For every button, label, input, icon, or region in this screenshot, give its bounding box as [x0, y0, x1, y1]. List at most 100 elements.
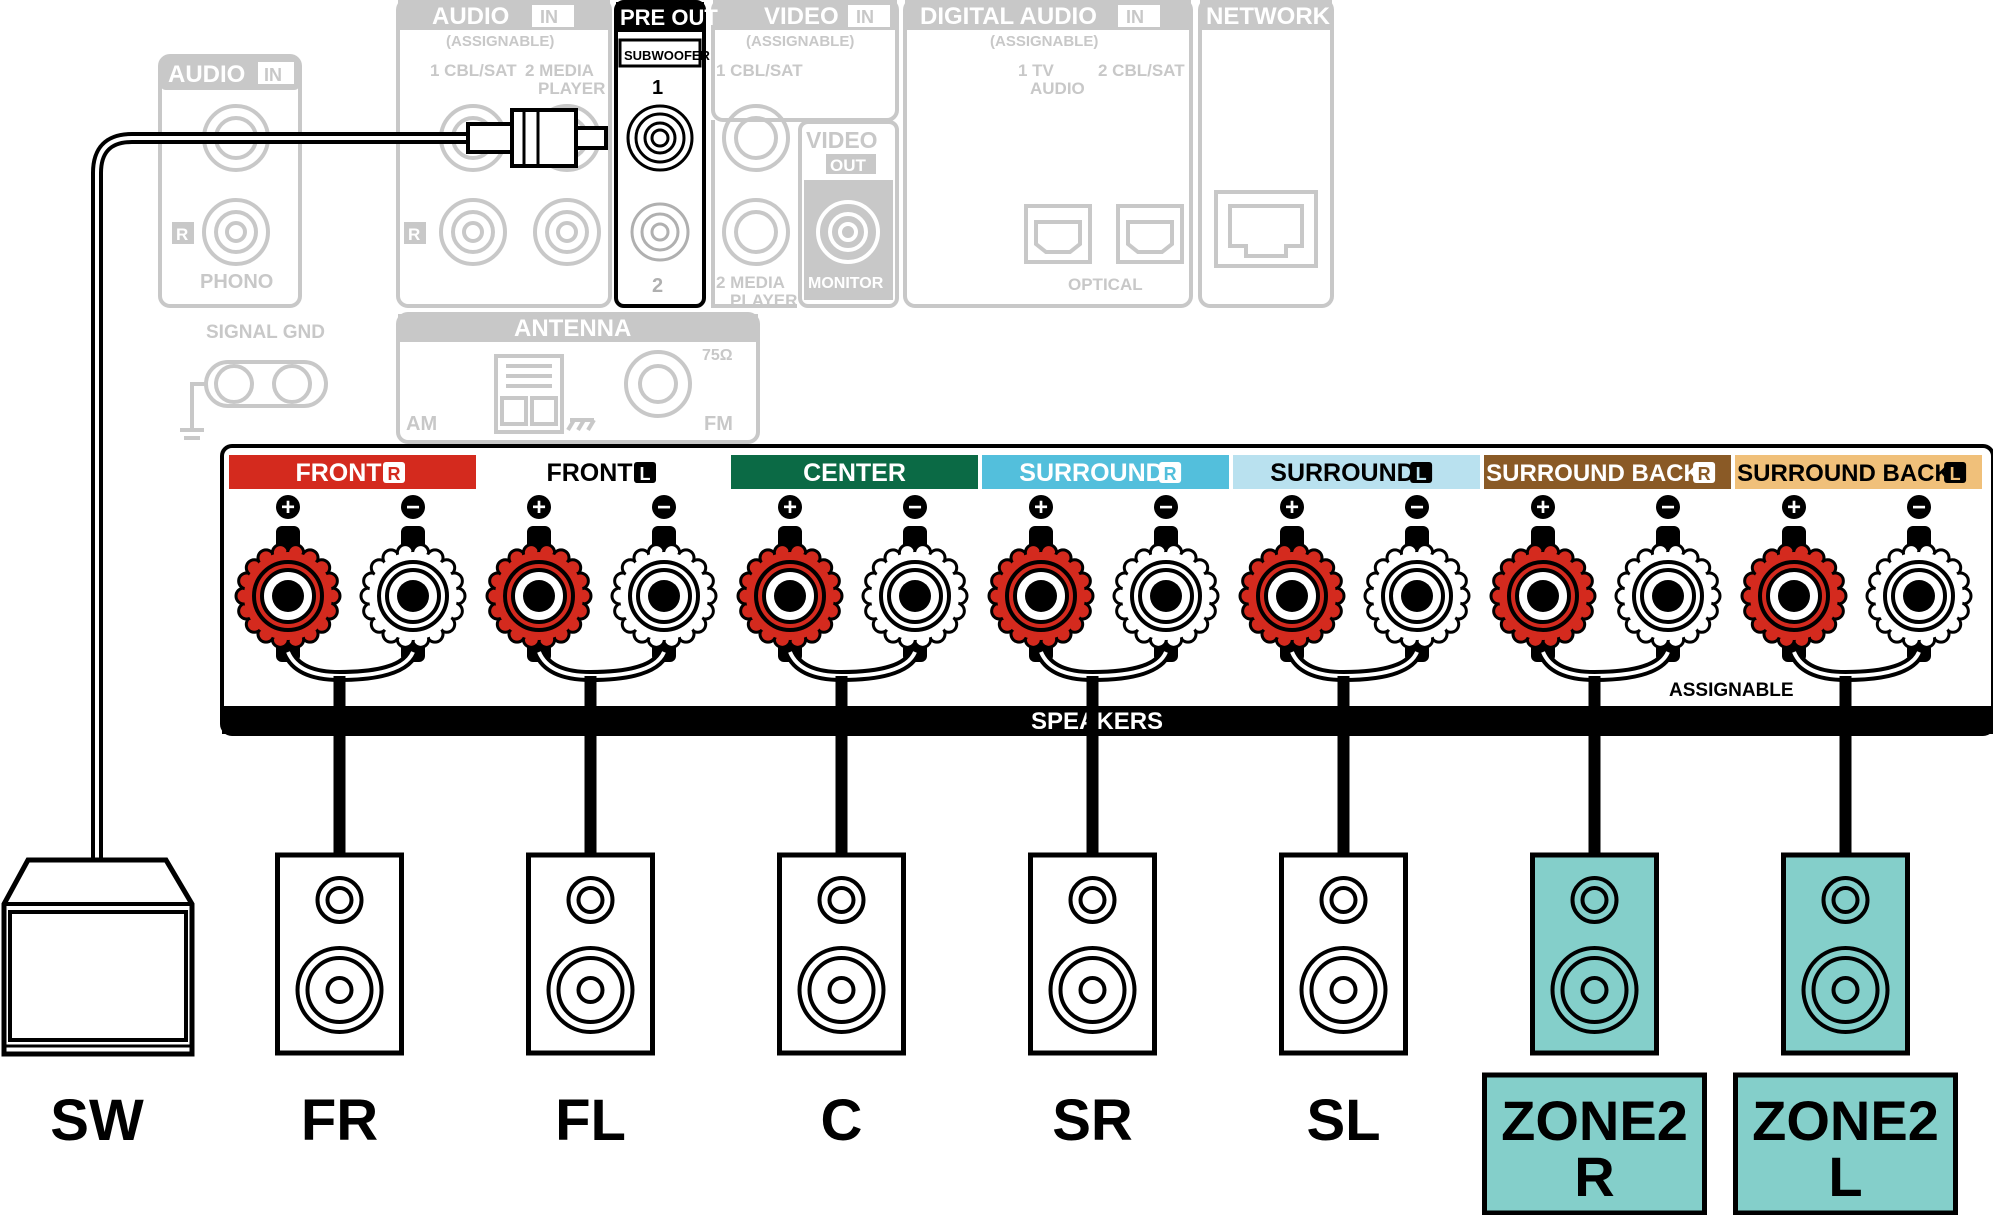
video-in-input2-line2: PLAYER: [730, 291, 797, 310]
video-in-section: VIDEO IN (ASSIGNABLE) 1 CBL/SAT 2 MEDIA …: [711, 0, 899, 310]
channel-side-badge: [383, 462, 405, 483]
fm-ohm-label: 75Ω: [702, 347, 733, 364]
positive-terminal-front-r-icon: +: [234, 494, 342, 662]
speaker-sublabel: R: [1574, 1145, 1614, 1208]
zone2-label-box: [1733, 1072, 1958, 1216]
pre-out-title: PRE OUT: [620, 5, 718, 30]
plus-sign: +: [1787, 494, 1801, 521]
wire-junction-front-l: [533, 649, 670, 856]
wire-junction-front-r: [282, 649, 419, 856]
plus-sign: +: [783, 494, 797, 521]
positive-terminal-surround-l-icon: +: [1238, 494, 1346, 662]
video-out-title: VIDEO: [806, 127, 878, 153]
channel-label: FRONT: [295, 459, 381, 487]
audio-in-r-label: R: [408, 225, 420, 244]
pre-out-section: PRE OUT SUBWOOFER 1 2: [614, 0, 718, 308]
channel-side-label: R: [1698, 464, 1711, 484]
channel-side-badge: [1944, 462, 1967, 483]
subwoofer-cable: [91, 108, 608, 858]
speaker-zone2-r-icon: [1530, 852, 1659, 1056]
minus-sign: −: [908, 494, 922, 521]
wire-junction-center: [784, 649, 921, 856]
assignable-label: ASSIGNABLE: [1669, 680, 1794, 701]
positive-terminal-surround-back-l-icon: +: [1740, 494, 1848, 662]
channel-side-badge: [1693, 462, 1716, 483]
digital-audio-input1-line2: AUDIO: [1030, 79, 1085, 98]
positive-terminal-front-l-icon: +: [485, 494, 593, 662]
negative-terminal-front-l-icon: −: [610, 494, 718, 662]
signal-gnd-label: SIGNAL GND: [206, 322, 325, 343]
video-in-badge: IN: [856, 7, 874, 27]
wire-junction-surround-l: [1286, 649, 1423, 856]
negative-terminal-front-r-icon: −: [359, 494, 467, 662]
network-port-icon: [1214, 190, 1318, 268]
minus-sign: −: [657, 494, 671, 521]
plus-sign: +: [532, 494, 546, 521]
phono-r-jack-icon: [202, 198, 270, 266]
rca-plug-body-icon: [466, 122, 514, 154]
rear-panel: AUDIO IN R PHONO SIGNAL GND AUDIO: [158, 0, 1334, 444]
audio-in-title: AUDIO: [432, 3, 509, 30]
speaker-sr-icon: [1028, 852, 1157, 1056]
audio-in-badge: IN: [540, 7, 558, 27]
network-section: NETWORK: [1198, 0, 1334, 308]
channel-side-badge: [1159, 462, 1182, 483]
video-in-assignable: (ASSIGNABLE): [746, 33, 854, 50]
speaker-label: SL: [1306, 1088, 1380, 1153]
minus-sign: −: [1912, 494, 1926, 521]
rca-plug-icon: [510, 108, 578, 168]
fm-jack-icon: [624, 350, 692, 418]
audio-in-left-in-badge: IN: [264, 65, 282, 85]
subwoofer-2-jack-icon: [630, 202, 690, 262]
speaker-wires: [282, 649, 1925, 856]
wire-junction-surround-back-r: [1537, 649, 1674, 856]
positive-terminal-surround-r-icon: +: [987, 494, 1095, 662]
digital-audio-input2: 2 CBL/SAT: [1098, 61, 1185, 80]
optical-2-port-icon: [1116, 204, 1184, 264]
wire-junction-surround-back-l: [1788, 649, 1925, 856]
negative-terminal-surround-l-icon: −: [1363, 494, 1471, 662]
video-out-section: VIDEO OUT MONITOR: [798, 120, 899, 308]
minus-sign: −: [406, 494, 420, 521]
negative-terminal-center-icon: −: [861, 494, 969, 662]
channel-side-badge: [634, 462, 656, 483]
speaker-label: FR: [301, 1088, 378, 1153]
video-in-input2-line1: 2 MEDIA: [716, 273, 785, 292]
audio-in-assignable: (ASSIGNABLE): [446, 33, 554, 50]
antenna-section: ANTENNA AM 75Ω FM: [396, 312, 760, 444]
negative-terminal-surround-back-l-icon: −: [1865, 494, 1973, 662]
signal-gnd-section: SIGNAL GND: [180, 322, 328, 440]
phono-label: PHONO: [200, 271, 273, 293]
speaker-label: C: [821, 1088, 863, 1153]
channel-label: SURROUND: [1019, 459, 1163, 487]
digital-audio-in-section: DIGITAL AUDIO IN (ASSIGNABLE) 1 TV AUDIO…: [903, 0, 1193, 308]
speaker-label: ZONE2: [1501, 1089, 1688, 1152]
wire-junction-surround-r: [1035, 649, 1172, 856]
speaker-zone2-l-icon: [1781, 852, 1910, 1056]
audio-in-input2-line1: 2 MEDIA: [525, 61, 594, 80]
speaker-label: FL: [555, 1088, 626, 1153]
speaker-label: SW: [50, 1088, 144, 1153]
negative-terminal-surround-r-icon: −: [1112, 494, 1220, 662]
channel-side-label: L: [1416, 464, 1427, 484]
antenna-title: ANTENNA: [514, 315, 631, 342]
speaker-c-icon: [777, 852, 906, 1056]
speaker-label: ZONE2: [1752, 1089, 1939, 1152]
audio-in-input1: 1 CBL/SAT: [430, 61, 517, 80]
minus-sign: −: [1661, 494, 1675, 521]
audio-in-section: AUDIO IN (ASSIGNABLE) 1 CBL/SAT 2 MEDIA …: [396, 0, 612, 308]
plus-sign: +: [281, 494, 295, 521]
channel-side-badge: [1410, 462, 1433, 483]
audio-in-phono-section: AUDIO IN R PHONO: [158, 54, 302, 308]
digital-audio-assignable: (ASSIGNABLE): [990, 33, 1098, 50]
channel-label: SURROUND BACK: [1486, 460, 1701, 487]
zone2-label-box: [1482, 1072, 1707, 1216]
pre-out-jack1-label: 1: [652, 77, 663, 99]
